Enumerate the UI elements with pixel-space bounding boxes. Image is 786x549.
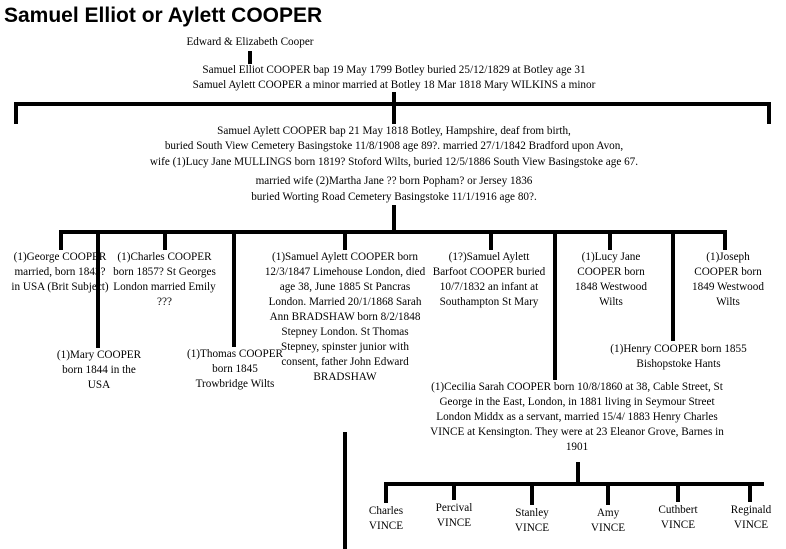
child-george: (1)George COOPER married, born 1843? in … [11,251,109,293]
child-charles: (1)Charles COOPER born 1857? St Georges … [113,251,216,308]
child-joseph: (1)Joseph COOPER born 1849 Westwood Wilt… [692,251,764,308]
child-thomas: (1)Thomas COOPER born 1845 Trowbridge Wi… [186,348,284,390]
child-mary: (1)Mary COOPER born 1844 in the USA [56,349,142,391]
child-samuel: (1)Samuel Aylett COOPER born 12/3/1847 L… [264,251,426,383]
child-samuel-barfoot: (1?)Samuel Aylett Barfoot COOPER buried … [432,251,546,308]
grandchild-charles: Charles VINCE [368,505,404,532]
son-line-2: buried South View Cemetery Basingstoke 1… [164,140,624,152]
son-line-4: married wife (2)Martha Jane ?? born Poph… [255,175,533,187]
grandchild-cuthbert: Cuthbert VINCE [658,504,698,531]
grandchild-percival: Percival VINCE [435,502,473,529]
son-line-3: wife (1)Lucy Jane MULLINGS born 1819? St… [149,156,639,168]
son-line-5: buried Worting Road Cemetery Basingstoke… [251,191,537,203]
child-cecilia: (1)Cecilia Sarah COOPER born 10/8/1860 a… [430,381,724,453]
father-line-1: Samuel Elliot COOPER bap 19 May 1799 Bot… [202,64,586,76]
grandchild-reginald: Reginald VINCE [730,504,772,531]
child-lucy: (1)Lucy Jane COOPER born 1848 Westwood W… [575,251,647,308]
child-henry: (1)Henry COOPER born 1855 Bishopstoke Ha… [610,343,747,370]
parents-label: Edward & Elizabeth Cooper [186,36,314,48]
son-line-1: Samuel Aylett COOPER bap 21 May 1818 Bot… [217,125,571,137]
father-line-2: Samuel Aylett COOPER a minor married at … [192,79,596,91]
grandchild-stanley: Stanley VINCE [514,507,550,534]
page-title: Samuel Elliot or Aylett COOPER [4,4,323,27]
grandchild-amy: Amy VINCE [590,507,626,534]
